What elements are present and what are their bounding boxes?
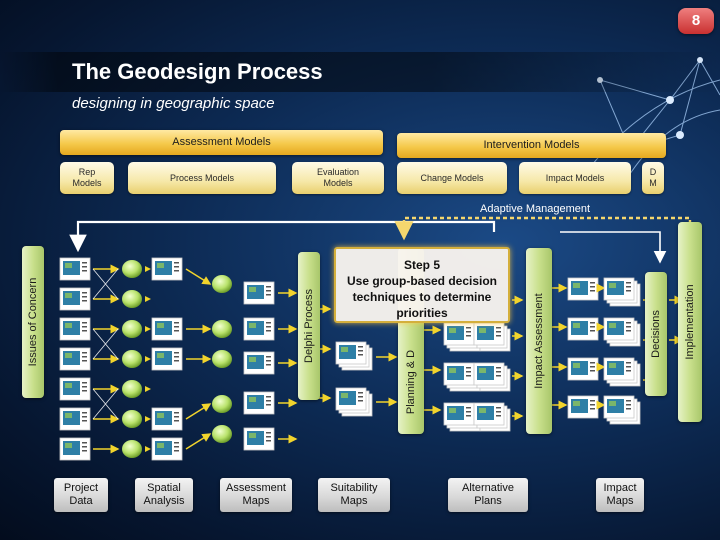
impact-maps-label: Impact Maps xyxy=(596,478,644,512)
implementation-label: Implementation xyxy=(684,284,696,360)
decision-models-pill: D M xyxy=(642,162,664,194)
decisions-column: Decisions xyxy=(645,272,667,396)
planning-label: Planning & D xyxy=(405,349,417,415)
decisions-label: Decisions xyxy=(650,310,662,358)
impact-assessment-label: Impact Assessment xyxy=(533,293,545,389)
slide-number-badge: 8 xyxy=(678,8,714,34)
implementation-column: Implementation xyxy=(678,222,702,422)
step-heading: Step 5 xyxy=(403,258,440,272)
impact-assessment-column: Impact Assessment xyxy=(526,248,552,434)
spatial-analysis-label: Spatial Analysis xyxy=(135,478,193,512)
intervention-models-header: Intervention Models xyxy=(397,133,666,158)
delphi-process-label: Delphi Process xyxy=(303,289,315,363)
suitability-maps-label: Suitability Maps xyxy=(318,478,390,512)
alternative-plans-label: Alternative Plans xyxy=(448,478,528,512)
page-title: The Geodesign Process xyxy=(72,59,323,84)
impact-models-pill: Impact Models xyxy=(519,162,631,194)
step-5-callout: Step 5 Use group-based decision techniqu… xyxy=(334,247,510,323)
delphi-process-column: Delphi Process xyxy=(298,252,320,400)
step-description: Use group-based decision techniques to d… xyxy=(346,274,498,320)
rep-models-pill: Rep Models xyxy=(60,162,114,194)
issues-of-concern-column: Issues of Concern xyxy=(22,246,44,398)
page-subtitle: designing in geographic space xyxy=(72,95,275,112)
evaluation-models-pill: Evaluation Models xyxy=(292,162,384,194)
change-models-pill: Change Models xyxy=(397,162,507,194)
project-data-label: Project Data xyxy=(54,478,108,512)
assessment-models-header: Assessment Models xyxy=(60,130,383,155)
process-models-pill: Process Models xyxy=(128,162,276,194)
title-band xyxy=(0,52,720,92)
adaptive-management-label: Adaptive Management xyxy=(480,203,591,215)
assessment-maps-label: Assessment Maps xyxy=(220,478,292,512)
issues-of-concern-label: Issues of Concern xyxy=(27,277,39,367)
